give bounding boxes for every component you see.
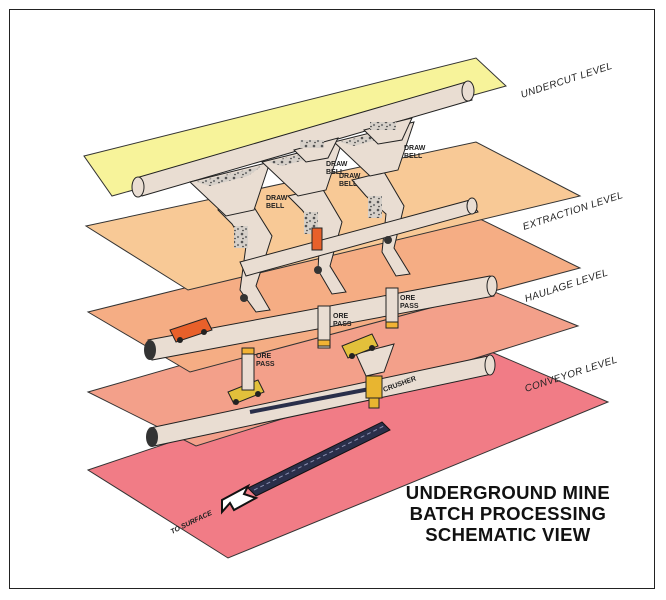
diagram-title: UNDERGROUND MINE BATCH PROCESSING SCHEMA…	[406, 482, 610, 545]
draw-bell-4-label-b: BELL	[404, 153, 423, 160]
ore-pass-1-label-b: PASS	[256, 361, 275, 368]
draw-bell-4-label-a: DRAW	[404, 145, 426, 152]
ore-pass-1	[241, 347, 255, 391]
ore-pass-2-label-a: ORE	[333, 313, 349, 320]
to-surface-arrow-icon	[221, 483, 259, 515]
extraction-drifts	[216, 171, 479, 313]
title-line-3: SCHEMATIC VIEW	[425, 524, 591, 545]
ore-pile-3	[368, 196, 382, 218]
crusher-icon	[355, 343, 395, 409]
draw-bell-2-label-a: DRAW	[326, 161, 348, 168]
draw-bell-3-label-a: DRAW	[339, 173, 361, 180]
title-line-1: UNDERGROUND MINE	[405, 482, 610, 503]
draw-bell-3-label-b: BELL	[339, 181, 358, 188]
draw-bell-2-label-b: BELL	[326, 169, 345, 176]
ore-pass-3-label-b: PASS	[400, 303, 419, 310]
draw-bell-1-label-b: BELL	[266, 203, 285, 210]
extraction-loader-icon	[311, 227, 323, 251]
haulage-loader-icon	[169, 317, 213, 343]
ore-pass-3-label-a: ORE	[400, 295, 416, 302]
figure-border	[9, 9, 655, 589]
draw-bell-back-row	[293, 117, 413, 163]
title-line-2: BATCH PROCESSING	[409, 503, 607, 524]
draw-bell-1	[188, 161, 271, 217]
draw-bell-1-label-a: DRAW	[266, 195, 288, 202]
ore-pass-1-label-a: ORE	[256, 353, 272, 360]
ore-pass-2	[317, 305, 331, 349]
undercut-level-label: UNDERCUT LEVEL	[520, 61, 614, 101]
undercut-tunnel	[131, 80, 475, 198]
undercut-level-slab	[83, 57, 507, 197]
ore-pile-1	[234, 226, 248, 248]
ore-pass-2-label-b: PASS	[333, 321, 352, 328]
surface-conveyor-belt	[247, 421, 391, 497]
haulage-truck-icon	[341, 333, 379, 359]
ore-pass-3	[385, 287, 399, 329]
